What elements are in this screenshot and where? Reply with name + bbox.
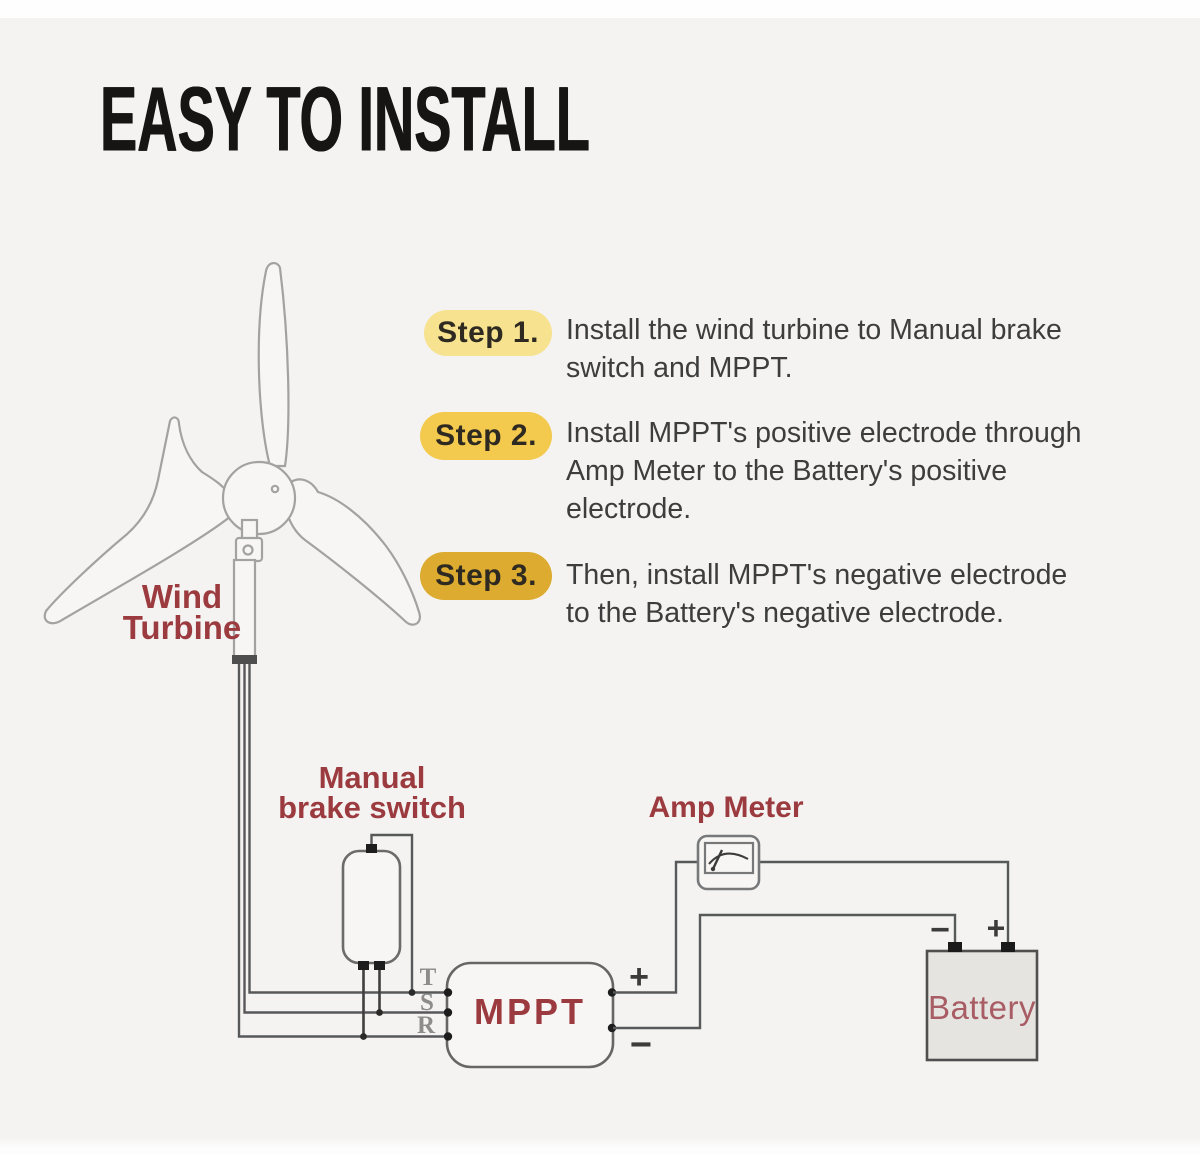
mppt-minus-sign: −	[629, 1024, 653, 1066]
battery-plus-sign: +	[986, 910, 1006, 946]
step3-badge: Step 3.	[420, 552, 552, 600]
brake-switch-label-line1: Manual	[318, 760, 426, 795]
step1-badge: Step 1.	[424, 310, 552, 356]
wind-turbine-label: Wind Turbine	[107, 578, 257, 646]
page-title: EASY TO INSTALL	[100, 68, 590, 171]
amp-meter-label: Amp Meter	[648, 791, 804, 824]
mppt-label: MPPT	[473, 991, 586, 1032]
step3-line2: to the Battery's negative electrode.	[566, 597, 1004, 629]
wind-turbine-drawing	[43, 262, 421, 664]
positive-wire	[613, 860, 1010, 994]
battery-label: Battery	[927, 989, 1037, 1026]
battery-drawing	[925, 942, 1039, 1062]
step1-line1: Install the wind turbine to Manual brake	[566, 314, 1062, 346]
terminal-r-label: R	[416, 1012, 436, 1039]
wind-turbine-label-line2: Turbine	[122, 609, 242, 646]
brake-switch-label: Manual brake switch	[262, 760, 482, 825]
top-white-strip	[0, 0, 1200, 18]
step3-line1: Then, install MPPT's negative electrode	[566, 559, 1068, 591]
brake-switch-label-line2: brake switch	[278, 789, 466, 825]
terminal-s-label: S	[420, 989, 434, 1016]
amp-meter-drawing	[696, 834, 761, 891]
wind-turbine-label-line1: Wind	[141, 578, 223, 615]
step2-badge: Step 2.	[420, 412, 552, 460]
step2-text: Install MPPT's positive electrode throug…	[566, 414, 1082, 528]
step1-text: Install the wind turbine to Manual brake…	[566, 311, 1062, 387]
step2-line1: Install MPPT's positive electrode throug…	[566, 417, 1082, 449]
step1-line2: switch and MPPT.	[566, 352, 793, 384]
terminal-t-label: T	[419, 964, 437, 991]
brake-switch-drawing	[341, 833, 416, 1040]
step3-text: Then, install MPPT's negative electrode …	[566, 556, 1067, 632]
step2-line3: electrode.	[566, 493, 692, 525]
bottom-white-strip	[0, 1138, 1200, 1155]
battery-minus-sign: −	[930, 911, 950, 949]
mppt-plus-sign: +	[629, 958, 649, 996]
negative-wire	[613, 913, 957, 1030]
step2-line2: Amp Meter to the Battery's positive	[566, 455, 1008, 487]
mppt-box	[443, 961, 617, 1069]
